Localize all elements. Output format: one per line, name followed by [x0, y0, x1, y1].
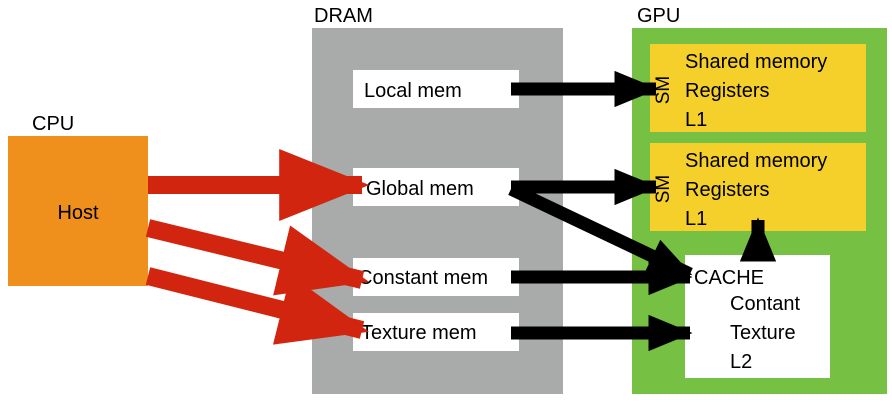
- cpu-host-box: [8, 136, 148, 286]
- local-mem-label: Local mem: [364, 80, 462, 102]
- cache-contant: Contant: [730, 293, 800, 315]
- dram-title: DRAM: [314, 5, 373, 27]
- constant-mem-label: Constant mem: [358, 267, 488, 289]
- cache-l2: L2: [730, 351, 752, 373]
- host-label: Host: [57, 202, 99, 224]
- texture-mem-box: [353, 313, 519, 351]
- texture-mem-label: Texture mem: [361, 322, 477, 344]
- sm1-shared-memory: Shared memory: [685, 51, 827, 73]
- arrow-host-to-texture: [145, 267, 369, 345]
- sm2-shared-memory: Shared memory: [685, 150, 827, 172]
- global-mem-label: Global mem: [366, 178, 474, 200]
- sm-block-1: [650, 44, 866, 132]
- global-mem-box: [353, 168, 519, 206]
- cache-texture: Texture: [730, 322, 796, 344]
- cpu-title: CPU: [32, 113, 74, 135]
- gpu-title: GPU: [637, 5, 680, 27]
- constant-mem-box: [353, 258, 519, 296]
- sm-tag-2: SM: [653, 175, 674, 204]
- sm-block-2: [650, 143, 866, 231]
- sm2-registers: Registers: [685, 179, 769, 201]
- sm1-registers: Registers: [685, 80, 769, 102]
- cache-title: CACHE: [694, 267, 764, 289]
- arrow-host-to-constant: [145, 219, 369, 296]
- cache-box: [685, 255, 830, 378]
- sm2-l1: L1: [685, 208, 707, 230]
- sm1-l1: L1: [685, 109, 707, 131]
- local-mem-box: [353, 70, 519, 108]
- sm-tag-1: SM: [653, 76, 674, 105]
